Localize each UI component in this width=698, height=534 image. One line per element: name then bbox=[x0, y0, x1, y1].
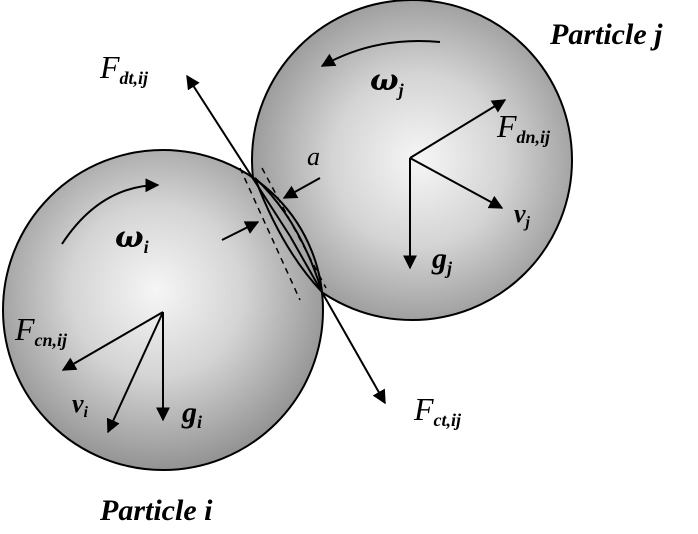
alpha-arrow-right bbox=[282, 177, 321, 199]
particle-j-label: Particle j bbox=[549, 18, 663, 51]
v-j-arrow bbox=[409, 157, 504, 209]
overlap-dash-right bbox=[261, 167, 327, 289]
F-ct-label: Fct,ij bbox=[413, 391, 462, 430]
F-dn-label: Fdn,ij bbox=[496, 108, 551, 147]
F-cn-arrow bbox=[61, 311, 164, 371]
v-j-label: vj bbox=[514, 199, 531, 231]
tangent-line-lower bbox=[289, 235, 386, 405]
tangent-line-upper bbox=[186, 74, 291, 237]
alpha-arrow-left bbox=[221, 221, 260, 241]
overlap-dash-left bbox=[239, 167, 301, 301]
omega-j-label: ωj bbox=[370, 63, 405, 100]
v-i-arrow bbox=[106, 311, 164, 434]
g-j-label: gj bbox=[431, 242, 453, 278]
omega-j-rotation-arrow bbox=[320, 40, 441, 67]
omega-i-label: ωi bbox=[115, 220, 149, 257]
alpha-label: a bbox=[307, 142, 320, 171]
F-dt-label: Fdt,ij bbox=[99, 49, 149, 88]
g-i-label: gi bbox=[181, 396, 202, 432]
omega-i-rotation-arrow bbox=[61, 178, 160, 245]
F-dn-arrow bbox=[409, 99, 507, 159]
F-cn-label: Fcn,ij bbox=[14, 311, 68, 350]
particle-i-label: Particle i bbox=[99, 494, 213, 527]
v-i-label: vi bbox=[72, 389, 89, 421]
